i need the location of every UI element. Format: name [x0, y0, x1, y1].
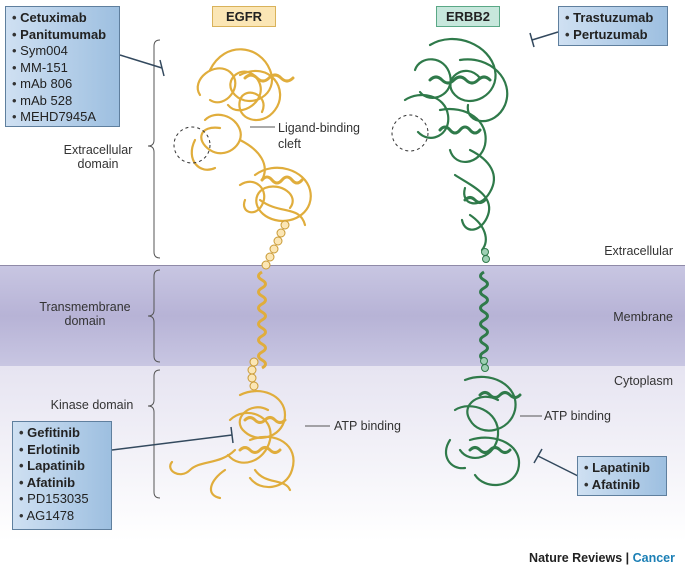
drug-item: Sym004: [12, 43, 113, 60]
drug-item: MEHD7945A: [12, 109, 113, 126]
membrane-region-label: Membrane: [613, 310, 673, 324]
drug-item: mAb 528: [12, 93, 113, 110]
transmembrane-domain-label: Transmembrane domain: [39, 300, 131, 328]
credit-separator: |: [622, 551, 633, 565]
credit-publisher: Nature Reviews: [529, 551, 623, 565]
drug-item: Cetuximab: [12, 10, 113, 27]
erbb2-structure: [403, 37, 509, 252]
erbb2-atp-binding-label: ATP binding: [544, 409, 611, 423]
drug-item: AG1478: [19, 508, 105, 525]
drug-item: Erlotinib: [19, 442, 105, 459]
drug-item: Panitumumab: [12, 27, 113, 44]
membrane-band: [0, 265, 685, 367]
drug-item: Afatinib: [584, 477, 660, 494]
drug-item: Trastuzumab: [565, 10, 661, 27]
drug-item: Pertuzumab: [565, 27, 661, 44]
drug-item: PD153035: [19, 491, 105, 508]
egfr-atp-binding-label: ATP binding: [334, 419, 401, 433]
egfr-extracellular-drug-box: CetuximabPanitumumabSym004MM-151mAb 806m…: [5, 6, 120, 127]
cytoplasm-region-label: Cytoplasm: [613, 374, 673, 388]
egfr-kinase-drug-box: GefitinibErlotinibLapatinibAfatinibPD153…: [12, 421, 112, 530]
journal-credit: Nature Reviews | Cancer: [529, 551, 675, 565]
drug-item: mAb 806: [12, 76, 113, 93]
drug-item: Gefitinib: [19, 425, 105, 442]
drug-item: Lapatinib: [584, 460, 660, 477]
erbb2-kinase-drug-box: LapatinibAfatinib: [577, 456, 667, 496]
drug-item: Lapatinib: [19, 458, 105, 475]
erbb2-extracellular-drug-box: TrastuzumabPertuzumab: [558, 6, 668, 46]
ligand-binding-cleft-line1: Ligand-binding: [278, 121, 361, 135]
egfr-structure: [190, 48, 312, 227]
egfr-label: EGFR: [212, 6, 276, 27]
ligand-binding-cleft-label: Ligand-binding cleft: [278, 120, 360, 152]
erbb2-label: ERBB2: [436, 6, 500, 27]
extracellular-domain-label: Extracellular domain: [63, 143, 133, 171]
extracellular-region-label: Extracellular: [604, 244, 673, 258]
kinase-domain-label: Kinase domain: [50, 398, 134, 412]
drug-item: MM-151: [12, 60, 113, 77]
ligand-binding-cleft-line2: cleft: [278, 137, 301, 151]
credit-journal: Cancer: [632, 551, 675, 565]
drug-item: Afatinib: [19, 475, 105, 492]
cytoplasm-band: [0, 366, 685, 541]
